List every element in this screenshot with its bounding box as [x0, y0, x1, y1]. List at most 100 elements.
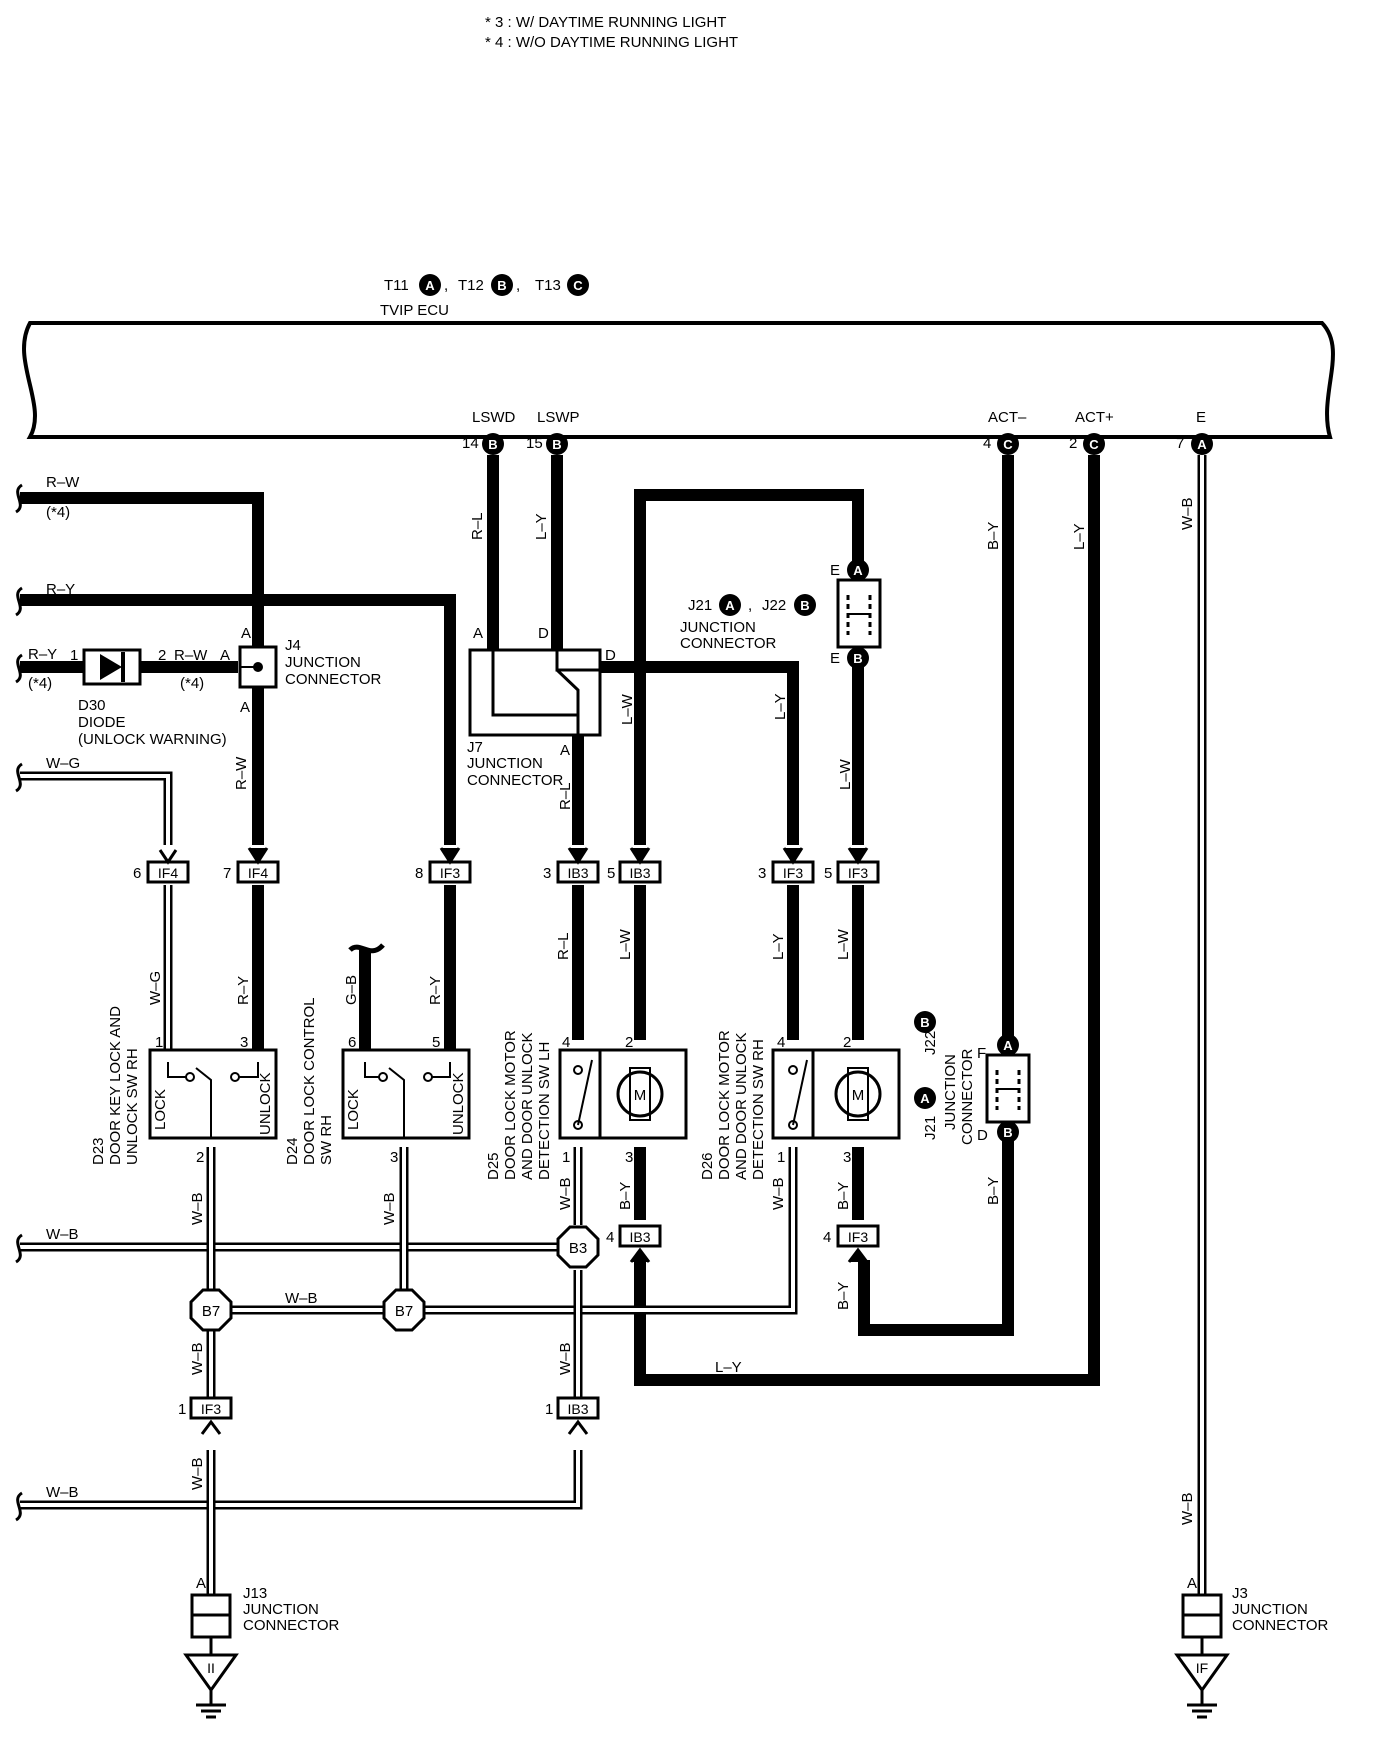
svg-text:B–Y: B–Y [617, 1182, 634, 1210]
svg-text:B: B [853, 651, 862, 666]
svg-text:M: M [852, 1087, 865, 1104]
svg-text:CONNECTOR: CONNECTOR [467, 772, 564, 789]
svg-text:T11: T11 [384, 277, 409, 294]
svg-text:B–Y: B–Y [985, 1177, 1002, 1205]
wire-labels: R–W (*4) R–Y R–Y (*4) W–G W–B W–B W–B L–… [28, 474, 1196, 1525]
svg-text:J4: J4 [285, 637, 301, 654]
svg-text:R–L: R–L [469, 512, 486, 540]
svg-text:L–Y: L–Y [533, 513, 550, 540]
svg-text:5: 5 [607, 865, 615, 882]
j7-junction: A D D A J7 JUNCTION CONNECTOR [467, 625, 616, 789]
svg-text:D23: D23 [90, 1137, 107, 1165]
svg-text:B: B [920, 1015, 929, 1030]
svg-text:(*4): (*4) [46, 504, 70, 521]
svg-text:ACT–: ACT– [988, 409, 1027, 426]
svg-text:G–B: G–B [343, 975, 360, 1005]
svg-text:JUNCTION: JUNCTION [680, 619, 756, 636]
svg-text:W–G: W–G [46, 755, 80, 772]
svg-text:6: 6 [348, 1034, 356, 1051]
svg-text:D: D [977, 1127, 988, 1144]
svg-text:A: A [473, 625, 483, 642]
svg-text:IB3: IB3 [629, 865, 650, 881]
svg-text:F: F [977, 1045, 986, 1062]
svg-text:B: B [497, 278, 506, 293]
wire-ends [15, 483, 23, 1522]
svg-text:L–W: L–W [619, 693, 636, 725]
svg-text:4: 4 [823, 1229, 831, 1246]
svg-text:L–Y: L–Y [1071, 523, 1088, 550]
svg-text:JUNCTION: JUNCTION [1232, 1601, 1308, 1618]
svg-text:W–B: W–B [770, 1177, 787, 1210]
svg-text:1: 1 [155, 1034, 163, 1051]
svg-text:R–W: R–W [46, 474, 80, 491]
svg-text:B: B [1003, 1125, 1012, 1140]
svg-text:J21: J21 [688, 597, 712, 614]
svg-text:3: 3 [625, 1149, 633, 1166]
svg-text:DOOR LOCK CONTROL: DOOR LOCK CONTROL [301, 997, 318, 1165]
svg-text:3: 3 [390, 1149, 398, 1166]
svg-text:DOOR KEY LOCK AND: DOOR KEY LOCK AND [107, 1006, 124, 1165]
svg-text:,: , [748, 597, 752, 614]
svg-text:T13: T13 [535, 277, 561, 294]
note-4: * 4 : W/O DAYTIME RUNNING LIGHT [485, 34, 738, 51]
svg-text:IF3: IF3 [201, 1401, 221, 1417]
svg-text:B: B [552, 437, 561, 452]
svg-text:W–B: W–B [557, 1342, 574, 1375]
junction-row-lower: IF3 1 IB3 1 [178, 1396, 600, 1435]
svg-text:R–L: R–L [555, 932, 572, 960]
svg-text:1: 1 [777, 1149, 785, 1166]
svg-text:14: 14 [462, 435, 479, 452]
svg-text:R–L: R–L [557, 782, 574, 810]
svg-text:W–B: W–B [1179, 1492, 1196, 1525]
svg-text:LSWP: LSWP [537, 409, 580, 426]
svg-text:2: 2 [625, 1034, 633, 1051]
svg-text:IF3: IF3 [440, 865, 460, 881]
svg-text:LOCK: LOCK [152, 1089, 169, 1130]
svg-text:2: 2 [1069, 435, 1077, 452]
svg-text:W–B: W–B [189, 1342, 206, 1375]
svg-text:R–Y: R–Y [28, 646, 57, 663]
svg-text:2: 2 [843, 1034, 851, 1051]
ecu-pins: LSWD LSWP ACT– ACT+ E 14 B 15 B 4 C 2 C … [462, 409, 1213, 455]
svg-text:W–B: W–B [189, 1457, 206, 1490]
svg-text:CONNECTOR: CONNECTOR [959, 1048, 976, 1145]
svg-text:4: 4 [562, 1034, 570, 1051]
svg-text:J22: J22 [762, 597, 786, 614]
j4-junction: A A J4 JUNCTION CONNECTOR [238, 625, 382, 716]
svg-text:II: II [207, 1660, 215, 1676]
svg-text:7: 7 [223, 865, 231, 882]
svg-text:W–B: W–B [189, 1192, 206, 1225]
svg-text:ACT+: ACT+ [1075, 409, 1114, 426]
svg-text:,: , [516, 277, 520, 294]
d30-diode: 1 2 R–W A (*4) D30 DIODE (UNLOCK WARNING… [70, 647, 230, 748]
svg-text:1: 1 [562, 1149, 570, 1166]
svg-text:B: B [488, 437, 497, 452]
double-wires [20, 455, 1207, 1595]
svg-text:UNLOCK SW RH: UNLOCK SW RH [124, 1048, 141, 1165]
svg-text:D: D [605, 647, 616, 664]
svg-text:IF3: IF3 [848, 865, 868, 881]
svg-text:LSWD: LSWD [472, 409, 516, 426]
j21-j22-right: A B F D J21 A J22 B JUNCTION CONNECTOR [914, 1011, 1031, 1145]
ecu-title: TVIP ECU [380, 302, 449, 319]
svg-text:B–Y: B–Y [985, 522, 1002, 550]
svg-text:R–W: R–W [174, 647, 208, 664]
svg-text:A: A [725, 598, 735, 613]
svg-text:J22: J22 [922, 1031, 939, 1055]
svg-text:C: C [1003, 437, 1013, 452]
svg-text:2: 2 [196, 1149, 204, 1166]
j3-ground: IF A J3 JUNCTION CONNECTOR [1174, 1575, 1329, 1719]
svg-text:J3: J3 [1232, 1585, 1248, 1602]
svg-text:D26: D26 [699, 1152, 716, 1180]
svg-text:W–B: W–B [46, 1226, 79, 1243]
svg-text:B7: B7 [395, 1303, 413, 1320]
svg-text:(*4): (*4) [180, 675, 204, 692]
svg-text:W–B: W–B [381, 1192, 398, 1225]
svg-text:W–B: W–B [285, 1290, 318, 1307]
svg-text:R–Y: R–Y [235, 976, 252, 1005]
svg-text:A: A [241, 625, 251, 642]
svg-text:M: M [634, 1087, 647, 1104]
svg-text:IF3: IF3 [783, 865, 803, 881]
svg-text:W–G: W–G [147, 971, 164, 1005]
